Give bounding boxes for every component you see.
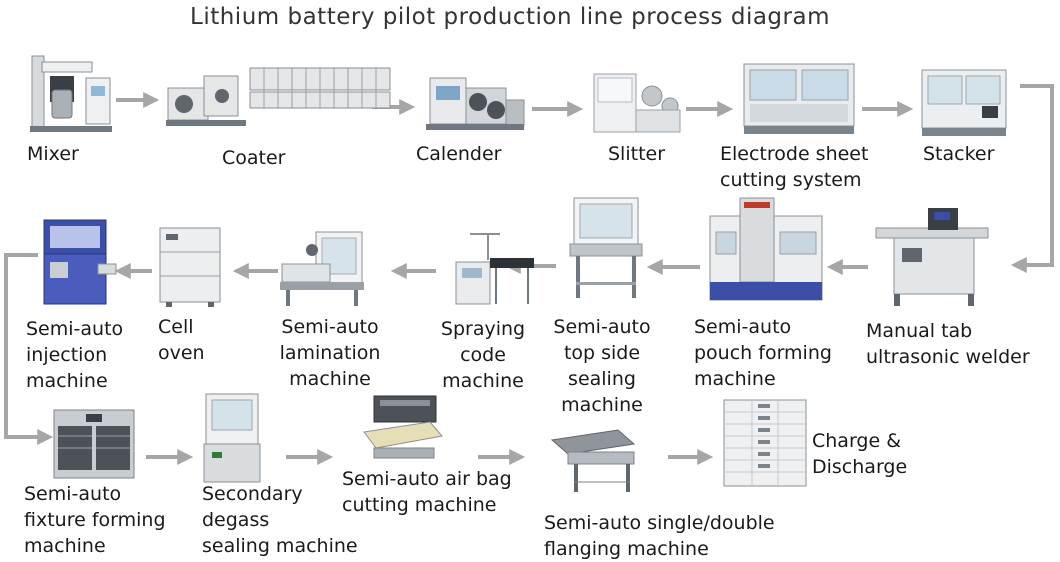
step-label-oven: Cell oven	[158, 316, 205, 364]
airbag-cutting-icon	[360, 392, 444, 462]
step-label-degass-sealing: Secondary degass sealing machine	[202, 483, 358, 557]
flanging-icon	[548, 426, 638, 496]
stacker-icon	[918, 66, 1010, 138]
step-label-fixture-forming: Semi-auto fixture forming machine	[24, 483, 166, 557]
step-label-welder: Manual tab ultrasonic welder	[866, 320, 1030, 368]
mixer-icon	[28, 50, 114, 134]
step-label-lamination: Semi-auto lamination machine	[279, 316, 381, 390]
injection-icon	[38, 218, 118, 308]
degass-sealing-icon	[202, 392, 262, 486]
welder-icon	[872, 204, 992, 308]
step-label-flanging: Semi-auto single/double flanging machine	[544, 512, 775, 560]
step-label-airbag-cutting: Semi-auto air bag cutting machine	[342, 468, 512, 516]
slitter-icon	[588, 70, 684, 136]
step-label-top-side-sealing: Semi-auto top side sealing machine	[553, 316, 651, 416]
diagram-title: Lithium battery pilot production line pr…	[190, 4, 830, 30]
lamination-icon	[276, 230, 366, 308]
charge-discharge-icon	[722, 398, 808, 490]
calender-icon	[422, 70, 526, 134]
cutting-system-icon	[740, 58, 858, 138]
spraying-code-icon	[440, 232, 536, 308]
step-label-pouch-forming: Semi-auto pouch forming machine	[694, 316, 832, 390]
oven-icon	[158, 226, 222, 308]
step-label-stacker: Stacker	[923, 143, 995, 165]
arrow-injection-fixture	[4, 253, 54, 445]
coater-icon	[166, 62, 396, 128]
step-label-calender: Calender	[416, 143, 502, 165]
step-label-cutting-system: Electrode sheet cutting system	[720, 143, 869, 191]
step-label-injection: Semi-auto injection machine	[26, 318, 124, 392]
fixture-forming-icon	[52, 406, 136, 482]
step-label-spraying-code: Spraying code machine	[440, 318, 526, 392]
arrow-stacker-welder	[1010, 84, 1054, 273]
step-label-coater: Coater	[222, 147, 286, 169]
step-label-mixer: Mixer	[27, 143, 79, 165]
top-side-sealing-icon	[566, 196, 646, 300]
step-label-slitter: Slitter	[608, 143, 666, 165]
step-label-charge-discharge: Charge & Discharge	[812, 430, 908, 478]
pouch-forming-icon	[706, 196, 826, 308]
